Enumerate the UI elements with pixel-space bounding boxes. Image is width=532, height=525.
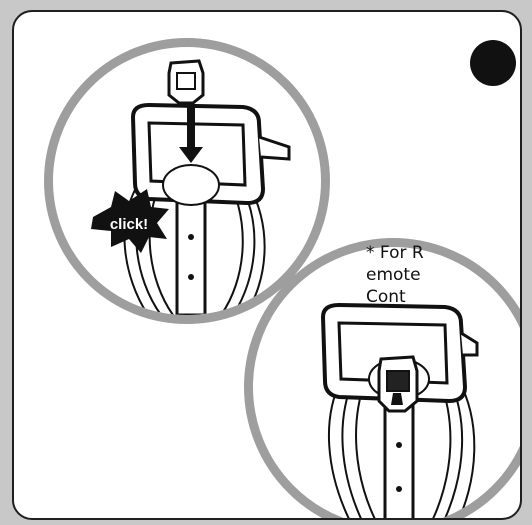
step-marker-icon (470, 40, 516, 86)
remote-control-note: * For Remote Cont (366, 242, 432, 308)
mounted-clip-icon (379, 357, 417, 411)
instruction-panel: click! (12, 10, 522, 520)
clip-icon (169, 61, 203, 103)
click-burst-label: click! (110, 216, 148, 233)
